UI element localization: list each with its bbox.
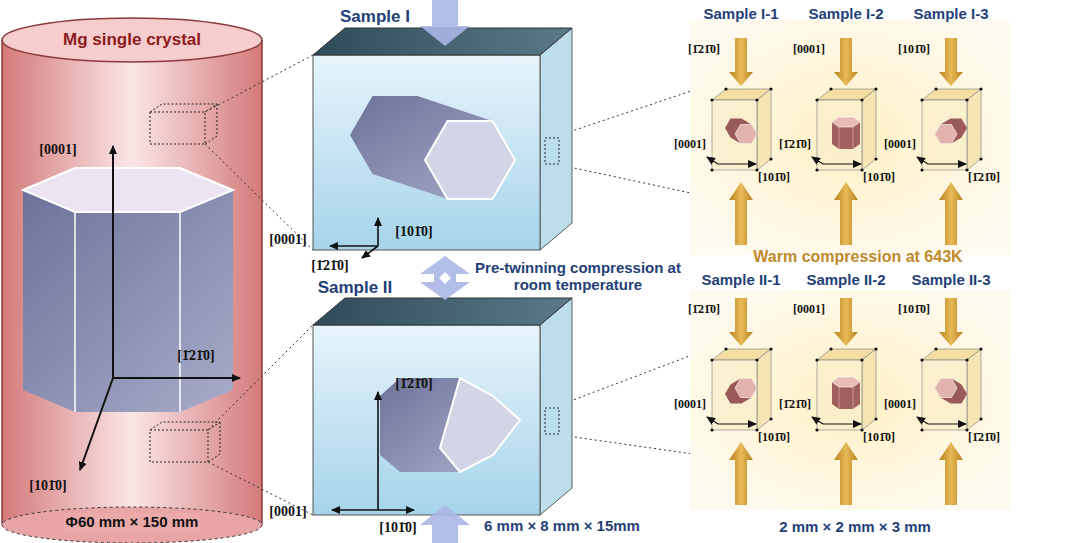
sample-heading: Sample I-2 [808, 5, 883, 22]
note-label: Pre-twinning compression at room tempera… [471, 259, 686, 294]
sample-block: Sample I-3 [901, 4, 1001, 24]
axis-label: [101̄0] [863, 431, 895, 445]
sample-block: Sample II-3 [901, 270, 1001, 290]
sample-block [313, 298, 572, 515]
glow-panel [690, 290, 1010, 510]
sample-block: Sample I-2 [796, 4, 896, 24]
axis-label: [101̄0] [758, 431, 790, 445]
axis-label: [0001] [269, 504, 306, 520]
axis-label: [101̄0] [898, 43, 930, 57]
sample-heading: Sample II-2 [806, 271, 885, 288]
note-label: 2 mm × 2 mm × 3 mm [779, 518, 931, 535]
axis-label: [1̄21̄0] [688, 43, 720, 57]
hexagonal-prism [23, 168, 233, 412]
sample-block: Sample I [300, 4, 590, 254]
dimension-label: Φ60 mm × 150 mm [63, 513, 202, 530]
axis-label: [1̄21̄0] [968, 431, 1000, 445]
axis-label: [1̄21̄0] [311, 258, 348, 274]
axis-label: [101̄0] [379, 520, 416, 536]
glow-panel [690, 20, 1010, 255]
sample-block: Sample I-1 [691, 4, 791, 24]
compression-arrow [420, 0, 470, 543]
arrow-diamond [439, 272, 451, 284]
sample-heading: Sample I-1 [703, 5, 778, 22]
sample-heading: Sample I-3 [913, 5, 988, 22]
note-label: 6 mm × 8 mm × 15mm [484, 517, 640, 534]
sample-block: Sample II-2 [796, 270, 896, 290]
axis-label: [0001] [793, 43, 825, 57]
axis-label: [1̄21̄0] [688, 303, 720, 317]
axis-label: [1̄21̄0] [395, 376, 432, 392]
axis-label: [0001] [39, 142, 76, 158]
axis-label: [0001] [674, 398, 706, 412]
axis-label: [101̄0] [29, 478, 66, 494]
axis-label: [101̄0] [898, 303, 930, 317]
note-label: Warm compression at 643K [753, 248, 962, 266]
sample-heading: Mg single crystal [63, 30, 201, 50]
axis-label: [0001] [793, 303, 825, 317]
projection-lines [205, 55, 700, 515]
axis-label: [0001] [884, 138, 916, 152]
axis-label: [1̄21̄0] [779, 138, 811, 152]
sample-block: Sample II-1 [691, 270, 791, 290]
sample-heading: Sample II [318, 278, 393, 298]
axis-label: [0001] [674, 138, 706, 152]
cut-position-box [150, 104, 220, 462]
sample-heading: Sample I [340, 7, 410, 27]
axis-label: [0001] [884, 398, 916, 412]
sample-block [313, 28, 572, 258]
axis-label: [0001] [269, 232, 306, 248]
axis-label: [101̄0] [395, 224, 432, 240]
sample-block: Sample II [300, 270, 590, 520]
axis-label: [101̄0] [863, 171, 895, 185]
axis-label: [101̄0] [758, 171, 790, 185]
crystal-cylinder [2, 18, 262, 543]
axis-label: [1̄21̄0] [779, 398, 811, 412]
sample-heading: Sample II-3 [911, 271, 990, 288]
axis-label: [1̄21̄0] [968, 171, 1000, 185]
sample-heading: Sample II-1 [701, 271, 780, 288]
axis-label: [1̄21̄0] [177, 348, 214, 364]
crystal-cylinder: Mg single crystalΦ60 mm × 150 mm [0, 8, 266, 538]
